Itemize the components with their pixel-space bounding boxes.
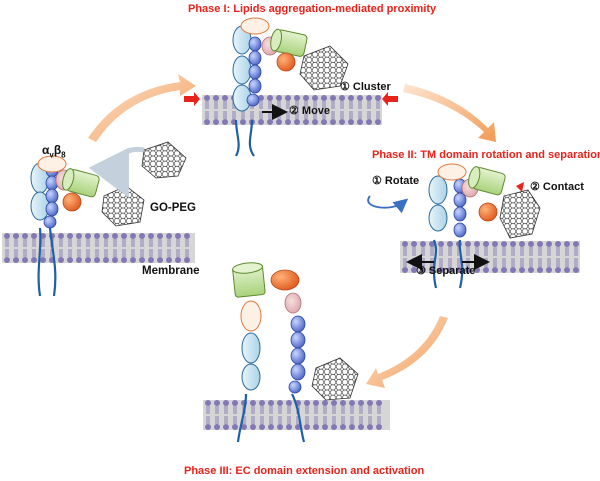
contact-label: ② Contact bbox=[530, 181, 584, 193]
integrin-phase2 bbox=[367, 163, 524, 289]
integrin-label: αvβ8 bbox=[42, 144, 66, 159]
beta-subscript: 8 bbox=[61, 150, 66, 160]
red-arrow-left bbox=[184, 92, 200, 106]
rotate-label: ① Rotate bbox=[372, 175, 420, 187]
integrin-initial bbox=[30, 155, 100, 297]
membrane-phase1 bbox=[202, 95, 382, 125]
go-peg-sheet-icon bbox=[311, 357, 359, 401]
rotate-arrow bbox=[367, 195, 409, 214]
contact-marker bbox=[516, 182, 524, 192]
flow-arrow-to-phase2 bbox=[403, 84, 496, 142]
alpha-subscript: v bbox=[49, 150, 54, 160]
membrane-phase3 bbox=[203, 400, 390, 430]
flow-arrow-to-phase1 bbox=[88, 74, 196, 142]
red-arrow-right bbox=[382, 92, 398, 106]
beta-symbol: β bbox=[53, 143, 62, 157]
membranes bbox=[2, 95, 580, 430]
flow-arrows bbox=[88, 74, 496, 388]
go-peg-label: GO-PEG bbox=[150, 202, 197, 214]
phase2-title: Phase II: TM domain rotation and separat… bbox=[372, 149, 600, 161]
go-peg-sheet-icon bbox=[299, 45, 349, 91]
cluster-label: ① Cluster bbox=[340, 81, 391, 93]
membrane-phase2 bbox=[400, 241, 580, 273]
phase3-title: Phase III: EC domain extension and activ… bbox=[184, 465, 425, 477]
alpha-symbol: α bbox=[42, 143, 50, 157]
go-peg-approach-arrow bbox=[88, 146, 145, 198]
go-peg-sheets bbox=[88, 45, 541, 401]
move-label: ② Move bbox=[289, 105, 331, 117]
membrane-label: Membrane bbox=[142, 265, 200, 277]
membrane-initial bbox=[2, 233, 195, 263]
separate-label: ③ Separate bbox=[416, 265, 476, 277]
go-peg-sheet-icon bbox=[101, 185, 145, 227]
go-peg-sheet-icon bbox=[141, 141, 187, 179]
go-peg-sheet-icon bbox=[499, 189, 541, 239]
phase1-title: Phase I: Lipids aggregation-mediated pro… bbox=[188, 3, 437, 15]
flow-arrow-to-phase3 bbox=[366, 316, 448, 388]
integrin-phase1 bbox=[184, 17, 398, 157]
integrin-phase3 bbox=[232, 262, 306, 443]
